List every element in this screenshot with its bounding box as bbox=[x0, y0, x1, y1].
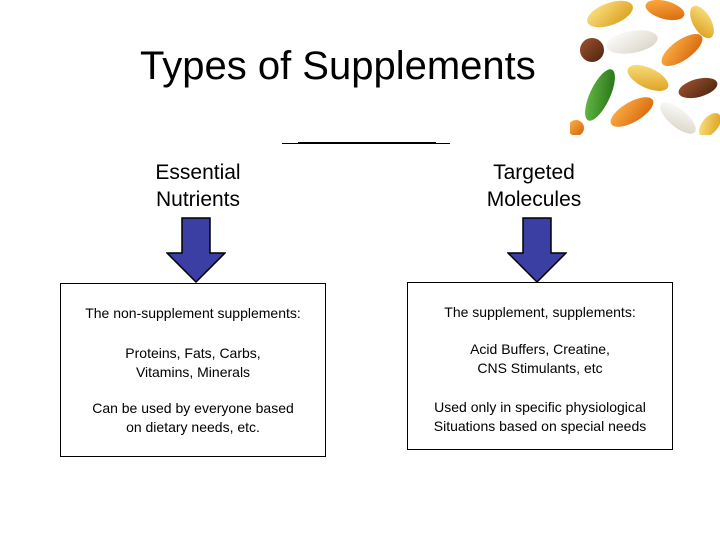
heading-essential-nutrients-text: Essential Nutrients bbox=[155, 161, 241, 211]
page-title: Types of Supplements bbox=[140, 44, 536, 88]
essential-nutrients-usage: Can be used by everyone based on dietary… bbox=[92, 400, 294, 435]
heading-targeted-molecules-text: Targeted Molecules bbox=[486, 161, 582, 211]
down-arrow-icon bbox=[507, 217, 567, 283]
essential-nutrients-examples: Proteins, Fats, Carbs, Vitamins, Mineral… bbox=[125, 345, 261, 380]
targeted-molecules-subtitle: The supplement, supplements: bbox=[444, 304, 636, 320]
supplement-pills-image bbox=[570, 0, 720, 135]
targeted-molecules-examples: Acid Buffers, Creatine, CNS Stimulants, … bbox=[470, 341, 610, 376]
heading-targeted-molecules: Targeted Molecules bbox=[454, 159, 614, 213]
title-underline-accent bbox=[298, 142, 436, 144]
essential-nutrients-subtitle: The non-supplement supplements: bbox=[85, 305, 301, 321]
down-arrow-icon bbox=[166, 217, 226, 283]
essential-nutrients-box: The non-supplement supplements: Proteins… bbox=[60, 283, 326, 457]
targeted-molecules-usage: Used only in specific physiological Situ… bbox=[433, 399, 647, 434]
heading-essential-nutrients: Essential Nutrients bbox=[118, 159, 278, 213]
targeted-molecules-box: The supplement, supplements: Acid Buffer… bbox=[407, 282, 673, 450]
